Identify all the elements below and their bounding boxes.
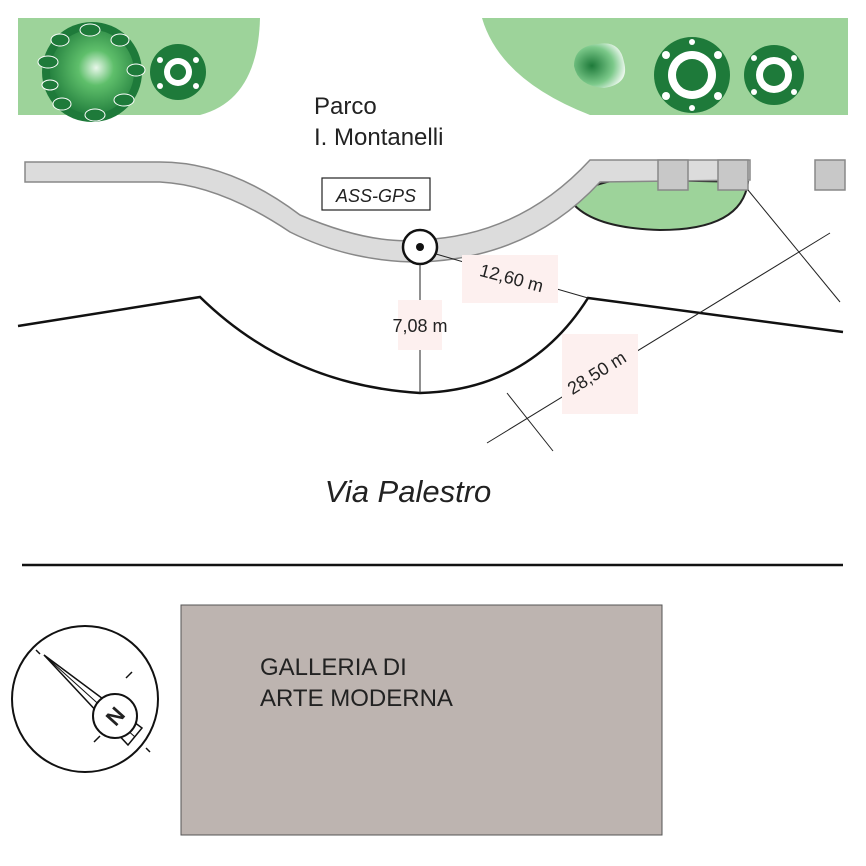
- park-name-line1: Parco: [314, 93, 377, 120]
- park-path: [24, 159, 751, 263]
- park-name-line2: I. Montanelli: [314, 124, 443, 151]
- gps-label-box: [321, 177, 431, 211]
- shrub-icon: [744, 45, 804, 105]
- measure-label-bg: [562, 334, 638, 414]
- building-galleria: [180, 604, 663, 836]
- building-name-line2: ARTE MODERNA: [260, 685, 453, 712]
- measure-tick: [747, 189, 841, 303]
- measure-label-7-08: 7,08 m: [392, 316, 447, 336]
- post-marker: [657, 159, 689, 191]
- measure-label-bg: [462, 255, 558, 303]
- measure-label-bg: [398, 300, 442, 350]
- post-marker: [717, 159, 749, 191]
- shrub-icon: [150, 44, 206, 100]
- measure-tick: [506, 392, 554, 452]
- shrub-icon: [654, 37, 730, 113]
- post-marker: [814, 159, 846, 191]
- gps-label: ASS-GPS: [335, 186, 416, 206]
- bush-icon: [574, 43, 626, 88]
- tree-icon: [37, 22, 146, 122]
- compass-icon: [11, 625, 159, 773]
- street-name: Via Palestro: [325, 474, 492, 509]
- gps-point-icon: [401, 228, 439, 266]
- building-name-line1: GALLERIA DI: [260, 654, 407, 681]
- measure-line-28-50: [486, 232, 831, 444]
